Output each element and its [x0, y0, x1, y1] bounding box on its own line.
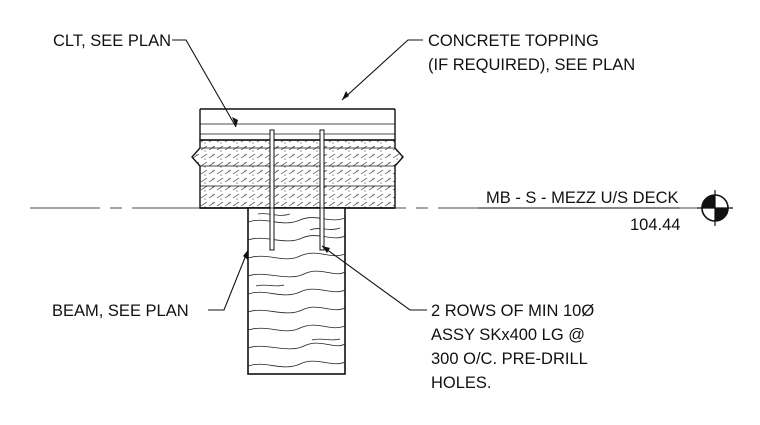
label-beam: BEAM, SEE PLAN — [52, 302, 189, 320]
screw-right — [319, 129, 325, 251]
level-datum-icon — [697, 190, 733, 226]
screw-left — [269, 129, 275, 251]
concrete-topping — [199, 108, 396, 140]
label-screws-line1: 2 ROWS OF MIN 10Ø — [431, 302, 594, 320]
label-clt: CLT, SEE PLAN — [53, 32, 171, 50]
label-topping-line2: (IF REQUIRED), SEE PLAN — [428, 56, 635, 74]
label-screws-line4: HOLES. — [431, 374, 492, 392]
leader-screws — [321, 245, 427, 311]
timber-beam — [247, 207, 346, 375]
leader-beam — [208, 249, 249, 311]
level-name: MB - S - MEZZ U/S DECK — [486, 189, 679, 207]
level-elevation: 104.44 — [630, 216, 680, 234]
label-screws-line3: 300 O/C. PRE-DRILL — [431, 350, 588, 368]
label-topping-line1: CONCRETE TOPPING — [428, 32, 599, 50]
label-screws-line2: ASSY SKx400 LG @ — [431, 326, 585, 344]
leader-clt — [172, 39, 238, 128]
clt-panel — [191, 133, 404, 209]
leader-topping — [341, 39, 423, 101]
